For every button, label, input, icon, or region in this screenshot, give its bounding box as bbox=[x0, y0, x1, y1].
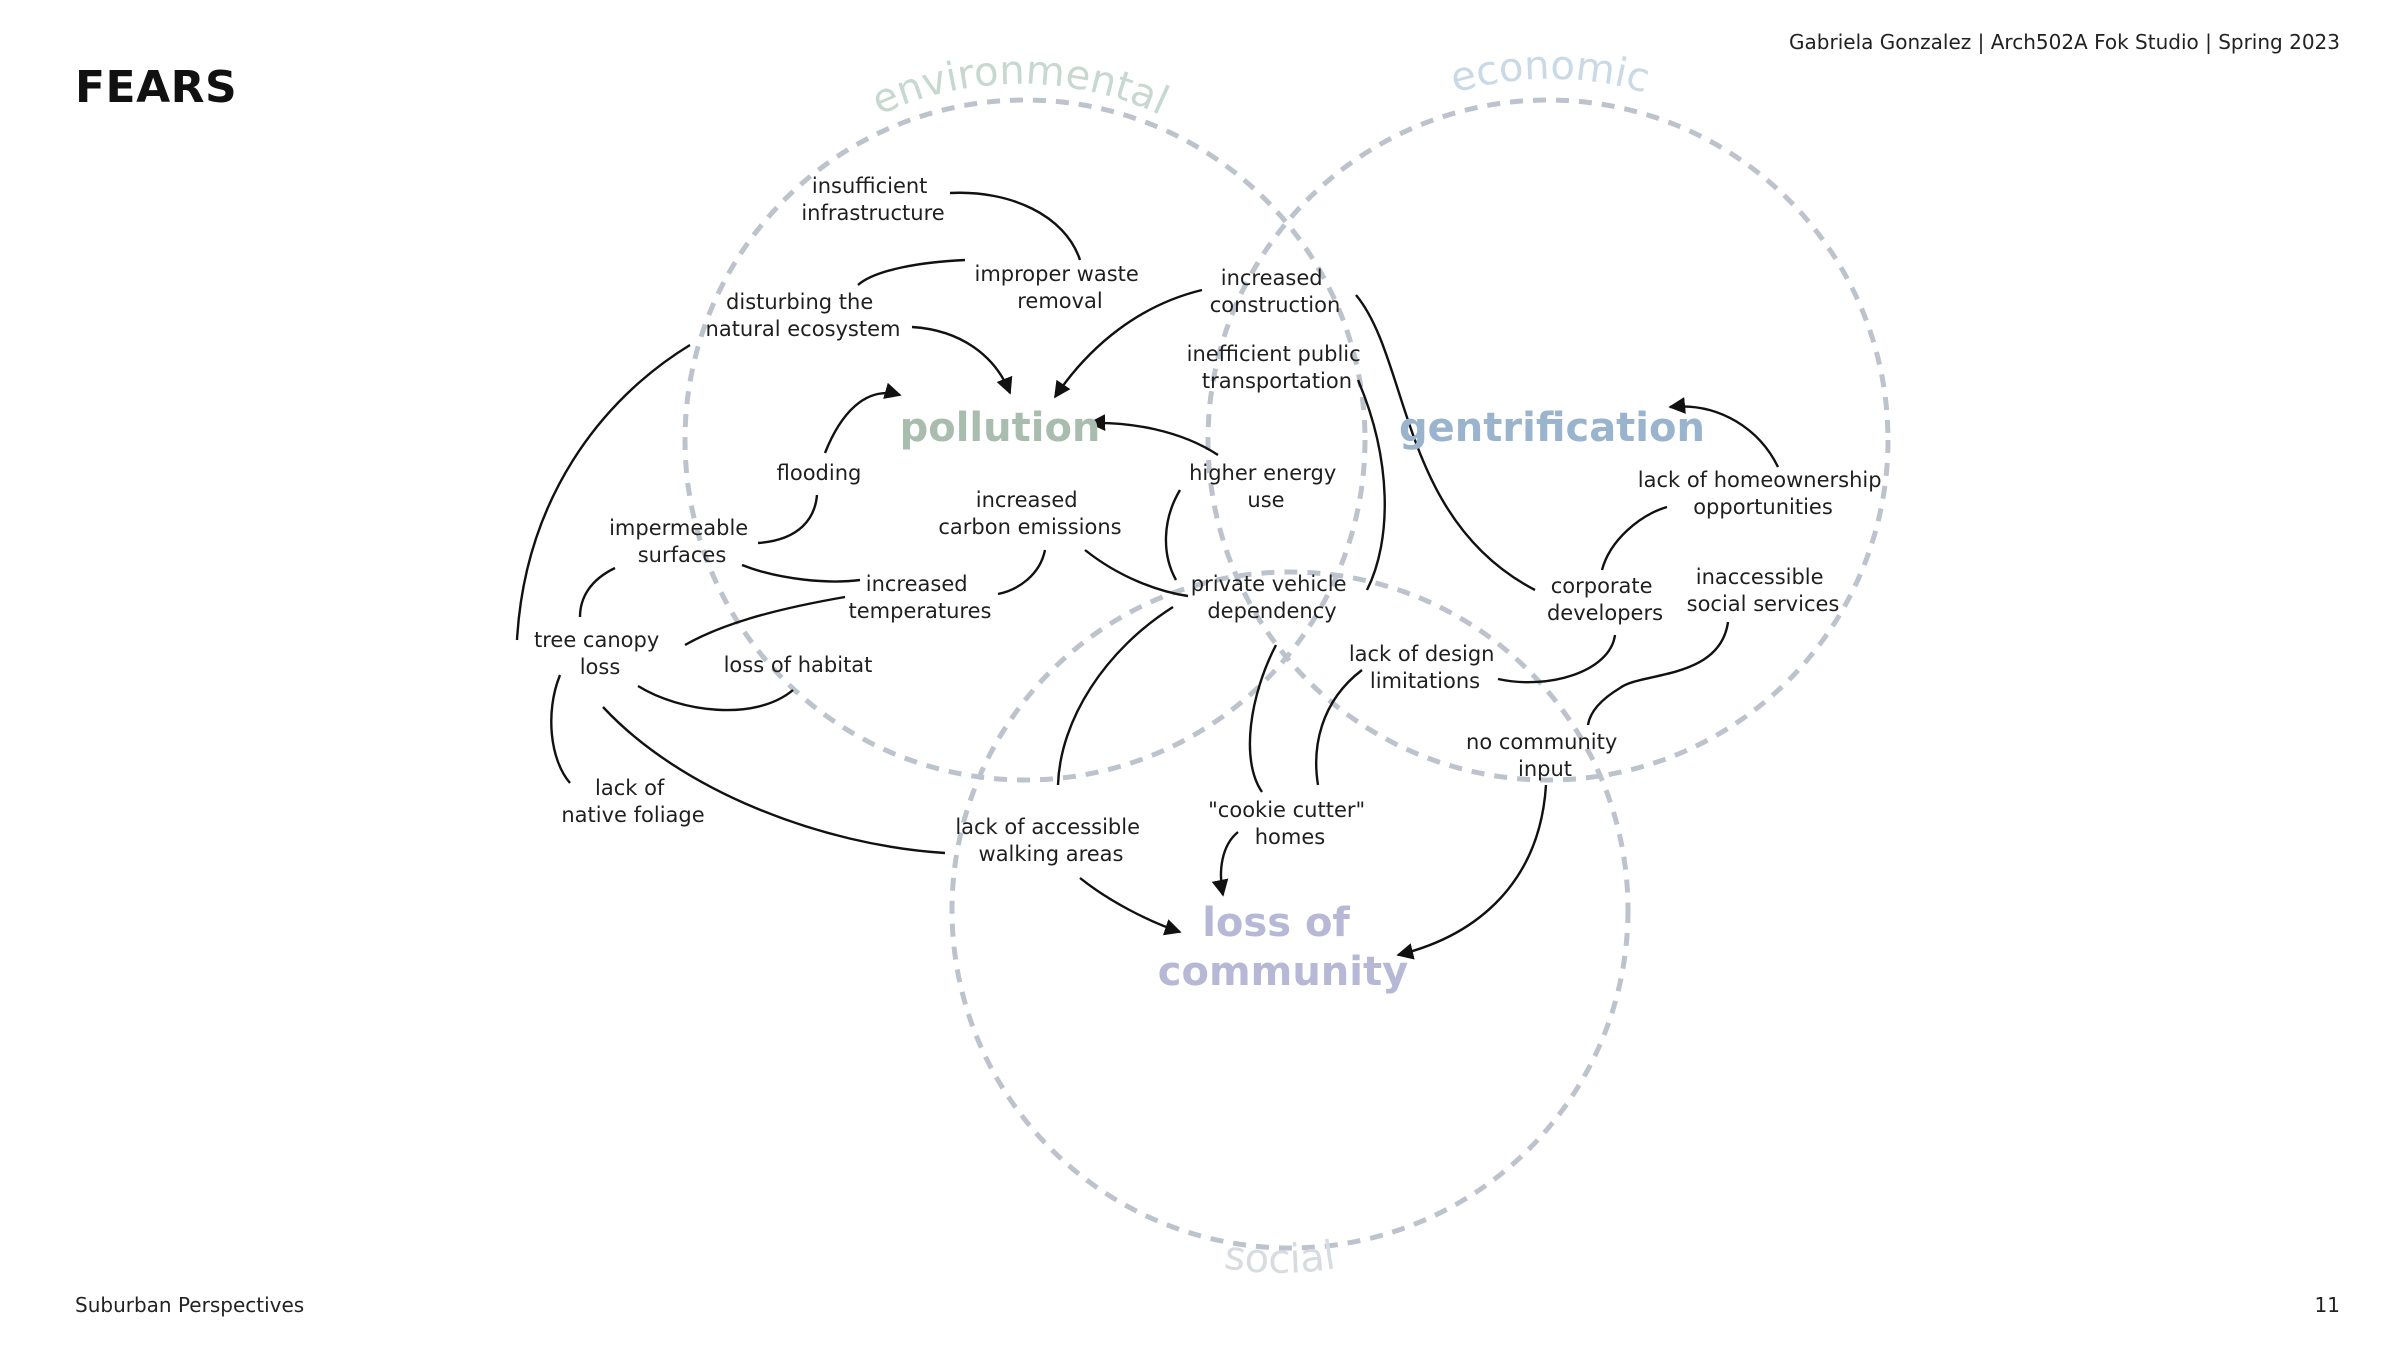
node-tree-canopy-loss: tree canopy loss bbox=[534, 628, 666, 679]
node-private-vehicle-dependency: private vehicle dependency bbox=[1191, 572, 1353, 623]
node-disturbing-ecosystem: disturbing the natural ecosystem bbox=[706, 290, 901, 341]
link-temperatures-canopy bbox=[684, 595, 846, 647]
node-lack-of-native-foliage: lack of native foliage bbox=[561, 776, 704, 827]
node-higher-energy-use: higher energy use bbox=[1189, 461, 1343, 512]
link-impermeable-temperatures bbox=[741, 563, 861, 583]
node-loss-of-habitat: loss of habitat bbox=[724, 653, 873, 677]
domain-label-social: social bbox=[1222, 1232, 1339, 1282]
hub-loss-of-community-line-1: loss of bbox=[1202, 900, 1350, 946]
link-ecosystem-canopy bbox=[515, 343, 691, 641]
link-input-community bbox=[1396, 784, 1548, 960]
social-circle bbox=[949, 569, 1631, 1251]
node-improper-waste-removal: improper waste removal bbox=[974, 262, 1145, 313]
node-lack-of-walking-areas: lack of accessible walking areas bbox=[955, 815, 1146, 866]
link-canopy-habitat bbox=[637, 684, 794, 712]
hub-loss-of-community: loss of community bbox=[1158, 900, 1408, 995]
link-transport-vehicle bbox=[1356, 379, 1386, 591]
domain-label-environmental: environmental bbox=[865, 47, 1175, 124]
link-services-input bbox=[1586, 621, 1730, 726]
footer-title: Suburban Perspectives bbox=[75, 1293, 305, 1317]
node-inaccessible-social-services: inaccessible social services bbox=[1687, 565, 1840, 616]
environmental-circle bbox=[682, 97, 1368, 783]
node-no-community-input: no community input bbox=[1466, 730, 1624, 781]
link-flooding-pollution bbox=[823, 382, 902, 454]
link-design-cookie bbox=[1315, 669, 1363, 786]
node-increased-construction: increased construction bbox=[1210, 266, 1341, 317]
link-developers-design bbox=[1497, 634, 1617, 684]
link-carbon-temperatures bbox=[997, 549, 1047, 596]
node-lack-of-design-limitations: lack of design limitations bbox=[1349, 642, 1501, 693]
link-homeownership-gentrification bbox=[1668, 397, 1780, 468]
link-energy-pollution bbox=[1088, 414, 1219, 457]
node-increased-carbon-emissions: increased carbon emissions bbox=[938, 488, 1121, 539]
link-infrastructure-waste bbox=[949, 191, 1082, 261]
connector-lines bbox=[515, 191, 1780, 960]
hub-pollution: pollution bbox=[900, 405, 1101, 451]
link-ecosystem-pollution bbox=[911, 325, 1013, 395]
link-vehicle-walking bbox=[1056, 605, 1174, 786]
link-developers-homeownership bbox=[1600, 505, 1668, 571]
economic-circle bbox=[1205, 97, 1891, 783]
link-impermeable-canopy bbox=[578, 566, 616, 618]
hub-loss-of-community-line-2: community bbox=[1158, 949, 1408, 995]
link-canopy-walking bbox=[602, 706, 946, 855]
node-corporate-developers: corporate developers bbox=[1547, 574, 1663, 625]
node-insufficient-infrastructure: insufficient infrastructure bbox=[801, 174, 944, 225]
node-increased-temperatures: increased temperatures bbox=[849, 572, 992, 623]
node-impermeable-surfaces: impermeable surfaces bbox=[609, 516, 755, 567]
node-cookie-cutter-homes: "cookie cutter" homes bbox=[1208, 798, 1372, 849]
domain-label-economic: economic bbox=[1446, 43, 1655, 103]
link-canopy-foliage bbox=[550, 674, 571, 784]
link-construction-developers bbox=[1355, 294, 1536, 592]
link-energy-vehicle bbox=[1164, 489, 1182, 581]
author-credit: Gabriela Gonzalez | Arch502A Fok Studio … bbox=[1789, 30, 2340, 54]
node-flooding: flooding bbox=[777, 461, 862, 485]
node-lack-of-homeownership: lack of homeownership opportunities bbox=[1638, 468, 1889, 519]
node-labels: insufficient infrastructure improper was… bbox=[534, 174, 1889, 866]
link-construction-pollution bbox=[1054, 288, 1203, 399]
link-waste-ecosystem bbox=[857, 258, 966, 286]
link-cookie-community bbox=[1211, 831, 1239, 897]
link-walking-community bbox=[1079, 877, 1182, 936]
link-carbon-vehicle bbox=[1084, 549, 1189, 598]
node-inefficient-transport: inefficient public transportation bbox=[1187, 342, 1368, 393]
hub-gentrification: gentrification bbox=[1399, 405, 1705, 451]
link-vehicle-cookie bbox=[1248, 644, 1278, 793]
link-impermeable-flooding bbox=[757, 494, 819, 545]
page-number: 11 bbox=[2314, 1293, 2340, 1317]
page-title: FEARS bbox=[75, 62, 238, 113]
